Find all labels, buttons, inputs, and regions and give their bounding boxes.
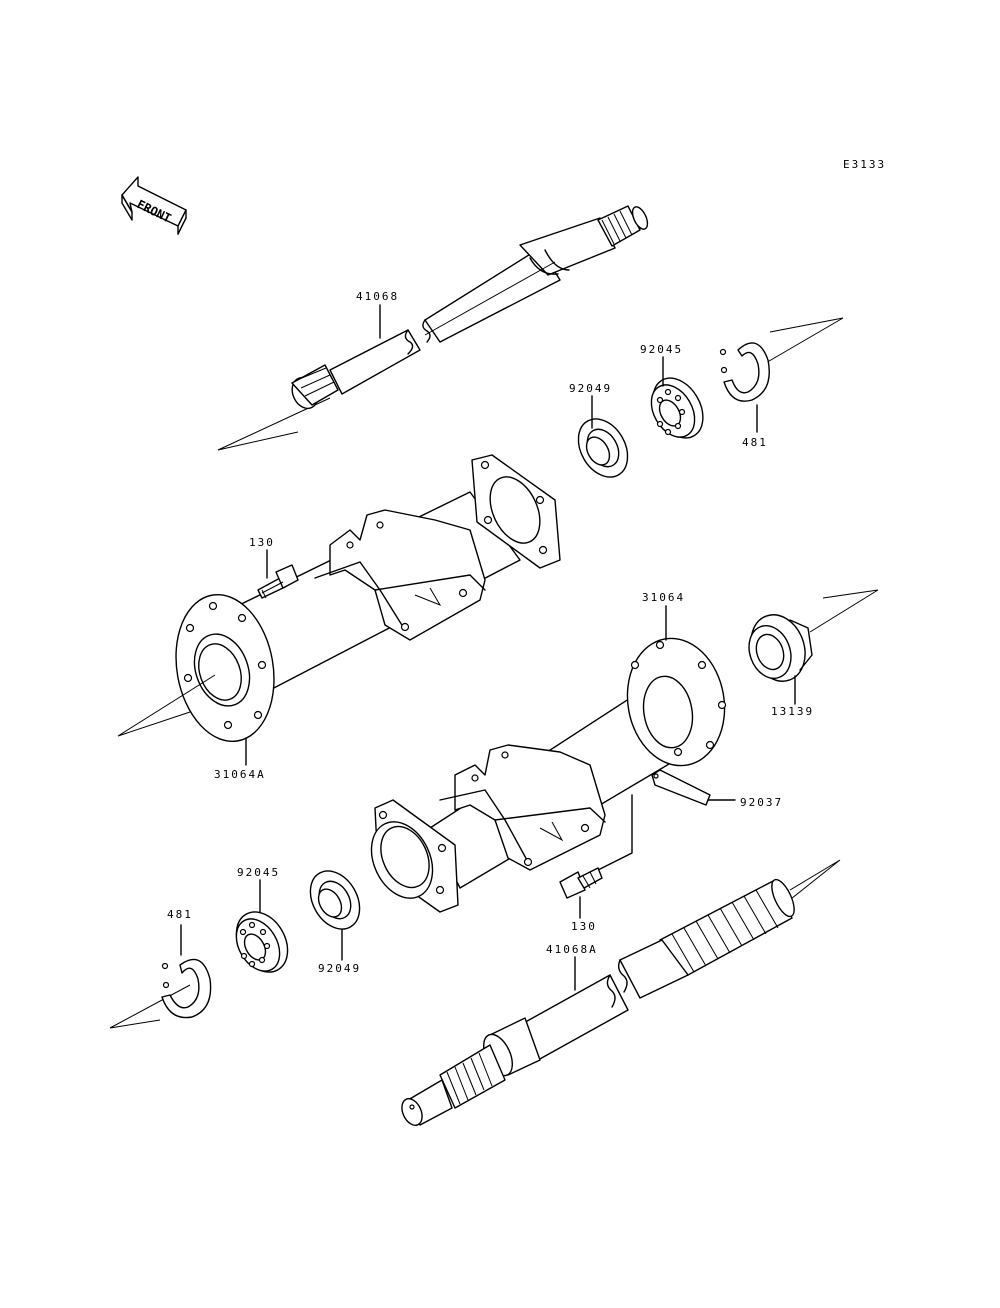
clamp-92037-drawing: 92037 xyxy=(597,769,783,871)
bearing-92045-upper-drawing: 92045 xyxy=(640,343,704,439)
label-housing-31064A: 31064A xyxy=(214,768,266,781)
label-seal-92049-upper: 92049 xyxy=(569,382,612,395)
label-shaft-41068A: 41068A xyxy=(546,943,598,956)
label-shaft-41068: 41068 xyxy=(356,290,399,303)
hub-13139-drawing: 13139 xyxy=(748,589,879,718)
bolt-130-upper-drawing: 130 xyxy=(249,536,299,599)
housing-31064A-drawing: 31064A xyxy=(117,454,561,781)
shaft-41068A-drawing: 41068A xyxy=(401,859,841,1126)
label-bolt-130-upper: 130 xyxy=(249,536,275,549)
label-bearing-92045-lower: 92045 xyxy=(237,866,280,879)
label-circlip-481-lower: 481 xyxy=(167,908,193,921)
label-housing-31064: 31064 xyxy=(642,591,685,604)
bolt-130-lower-drawing: 130 xyxy=(559,867,603,933)
diagram-code: E3133 xyxy=(843,158,886,171)
circlip-481-lower-drawing: 481 xyxy=(109,908,212,1029)
label-bolt-130-lower: 130 xyxy=(571,920,597,933)
bearing-92045-lower-drawing: 92045 xyxy=(235,866,289,973)
label-circlip-481-upper: 481 xyxy=(742,436,768,449)
label-seal-92049-lower: 92049 xyxy=(318,962,361,975)
label-bearing-92045-upper: 92045 xyxy=(640,343,683,356)
front-arrow-icon: FRONT xyxy=(121,176,187,235)
circlip-481-upper-drawing: 481 xyxy=(719,317,844,449)
seal-92049-upper-drawing: 92049 xyxy=(569,382,629,478)
label-hub-13139: 13139 xyxy=(771,705,814,718)
housing-31064-drawing: 31064 xyxy=(370,591,727,913)
label-clamp-92037: 92037 xyxy=(740,796,783,809)
shaft-41068-drawing: 41068 xyxy=(217,205,649,451)
seal-92049-lower-drawing: 92049 xyxy=(309,870,361,975)
